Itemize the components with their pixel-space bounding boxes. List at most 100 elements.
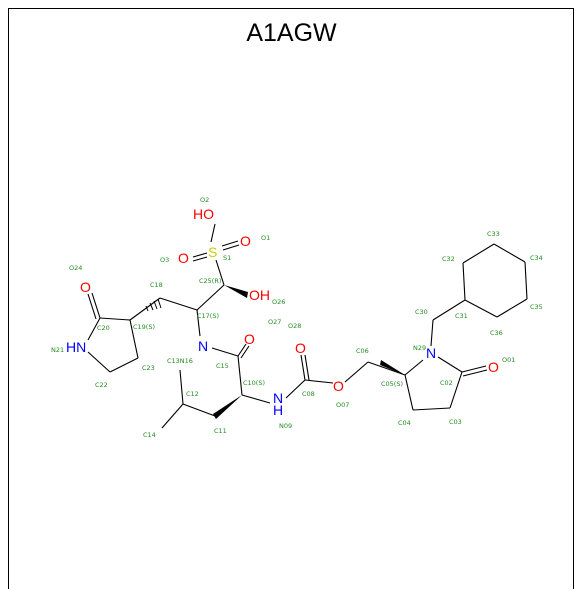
bond-c05-n29 xyxy=(404,359,424,376)
bond-c12-c14 xyxy=(161,403,184,429)
atom-label: C13N16 xyxy=(167,357,193,365)
atom-labels: O2 O3 S1 O1 C25(R) O26 C18 C17(S) O24 C1… xyxy=(51,196,543,439)
atom-label: C06 xyxy=(356,347,369,355)
bond-s1-c25 xyxy=(215,259,225,286)
element-s1: S xyxy=(208,244,217,260)
atom-label: C33 xyxy=(487,230,500,238)
element-o3: O xyxy=(178,250,189,266)
element-n16: N xyxy=(198,338,208,354)
bond-c20-o24-b xyxy=(87,293,97,320)
bond-c02-o01-b xyxy=(462,369,488,377)
element-n09: N xyxy=(273,390,283,406)
bond-s1-o3-a xyxy=(192,252,208,258)
atom-label: O2 xyxy=(200,196,209,204)
atom-label: C14 xyxy=(143,431,156,439)
element-h09: H xyxy=(273,402,283,418)
bond-c08-o07 xyxy=(304,379,334,384)
element-o27: O xyxy=(244,331,255,347)
bond-c20-n21 xyxy=(87,317,101,341)
element-o07: O xyxy=(333,378,344,394)
bond-o07-c06 xyxy=(344,361,369,383)
element-o28: O xyxy=(295,340,306,356)
atom-label: C36 xyxy=(490,329,503,337)
atom-label: C20 xyxy=(97,324,110,332)
atom-label: O28 xyxy=(288,322,301,330)
atom-label: C10(S) xyxy=(243,379,265,387)
bond-c34-c35 xyxy=(524,261,528,300)
atom-label: O27 xyxy=(268,318,281,326)
bond-c12-c13 xyxy=(179,369,184,405)
bond-c20-o24-a xyxy=(91,292,101,319)
atom-label: C30 xyxy=(415,308,428,316)
atom-label: C02 xyxy=(440,379,453,387)
atom-label: C23 xyxy=(142,364,155,372)
bond-c25-c17 xyxy=(196,284,225,311)
atom-label: O01 xyxy=(502,356,515,364)
element-o1: O xyxy=(240,233,251,249)
atom-label: C19(S) xyxy=(133,323,155,331)
element-symbols: HO O S O OH O HN N H O N H O O N O xyxy=(66,206,499,418)
atom-label: C35 xyxy=(530,303,543,311)
bond-c19-c20 xyxy=(99,317,131,321)
atom-label: N21 xyxy=(51,346,64,354)
molecule-title: A1AGW xyxy=(246,19,337,47)
element-o24: O xyxy=(80,279,91,295)
bond-s1-o2 xyxy=(210,223,216,243)
bond-c02-o01-a xyxy=(461,365,487,373)
element-o26: OH xyxy=(249,287,270,303)
bond-c02-c03 xyxy=(449,371,463,409)
bond-c30-c31 xyxy=(432,299,466,321)
bond-s1-o1-a xyxy=(221,240,239,247)
atom-label: O26 xyxy=(272,298,285,306)
atom-label: N29 xyxy=(413,344,426,352)
atom-label: N09 xyxy=(279,422,292,430)
atom-label: C22 xyxy=(95,381,108,389)
bond-n21-c22 xyxy=(87,351,111,373)
bond-c18-c19 xyxy=(129,297,161,321)
bond-s1-o3-b xyxy=(192,256,208,262)
bond-c04-c05 xyxy=(404,374,414,411)
element-n29: N xyxy=(426,345,436,361)
atom-label: O1 xyxy=(261,234,270,242)
element-o2: HO xyxy=(193,206,214,222)
bond-c22-c23 xyxy=(109,357,139,373)
bond-s1-o1-b xyxy=(222,244,240,251)
bond-c15-o27-a xyxy=(237,343,247,357)
bond-c17-c18 xyxy=(159,297,198,311)
bond-c33-c34 xyxy=(493,243,526,263)
atom-label: O07 xyxy=(336,401,349,409)
bond-c06-c05 xyxy=(367,361,406,376)
bonds xyxy=(87,223,528,429)
element-o01: O xyxy=(488,359,499,375)
atom-label: C15 xyxy=(216,362,229,370)
bond-c31-c32 xyxy=(462,262,466,301)
image-frame xyxy=(8,8,574,589)
bond-c08-o28-b xyxy=(304,354,310,381)
bond-c11-c12 xyxy=(182,403,216,417)
atom-label: C12 xyxy=(186,390,199,398)
atom-label: O3 xyxy=(160,256,169,264)
atom-label: C04 xyxy=(398,419,411,427)
bond-c32-c33 xyxy=(462,243,495,264)
atom-label: O24 xyxy=(69,264,82,272)
atom-label: S1 xyxy=(223,254,231,262)
atom-label: C17(S) xyxy=(197,312,219,320)
bond-n29-c30 xyxy=(430,319,434,347)
atom-label: C03 xyxy=(449,418,462,426)
atom-label: C18 xyxy=(150,281,163,289)
bond-c36-c31 xyxy=(464,299,498,318)
atom-label: C31 xyxy=(455,312,468,320)
bond-c03-c04 xyxy=(412,407,451,411)
bond-c17-n16 xyxy=(196,309,201,337)
bond-c15-o27-b xyxy=(240,345,250,359)
bond-n29-c02 xyxy=(437,356,463,373)
bond-c05-wedge xyxy=(380,360,405,375)
bond-c19-hash xyxy=(145,298,162,312)
bond-c15-c10 xyxy=(237,355,243,396)
atom-label: C25(R) xyxy=(199,277,221,285)
bond-c08-o28-a xyxy=(300,354,306,381)
element-n21: HN xyxy=(66,339,86,355)
atom-label: C32 xyxy=(442,255,455,263)
bond-c10-n09 xyxy=(241,394,271,404)
